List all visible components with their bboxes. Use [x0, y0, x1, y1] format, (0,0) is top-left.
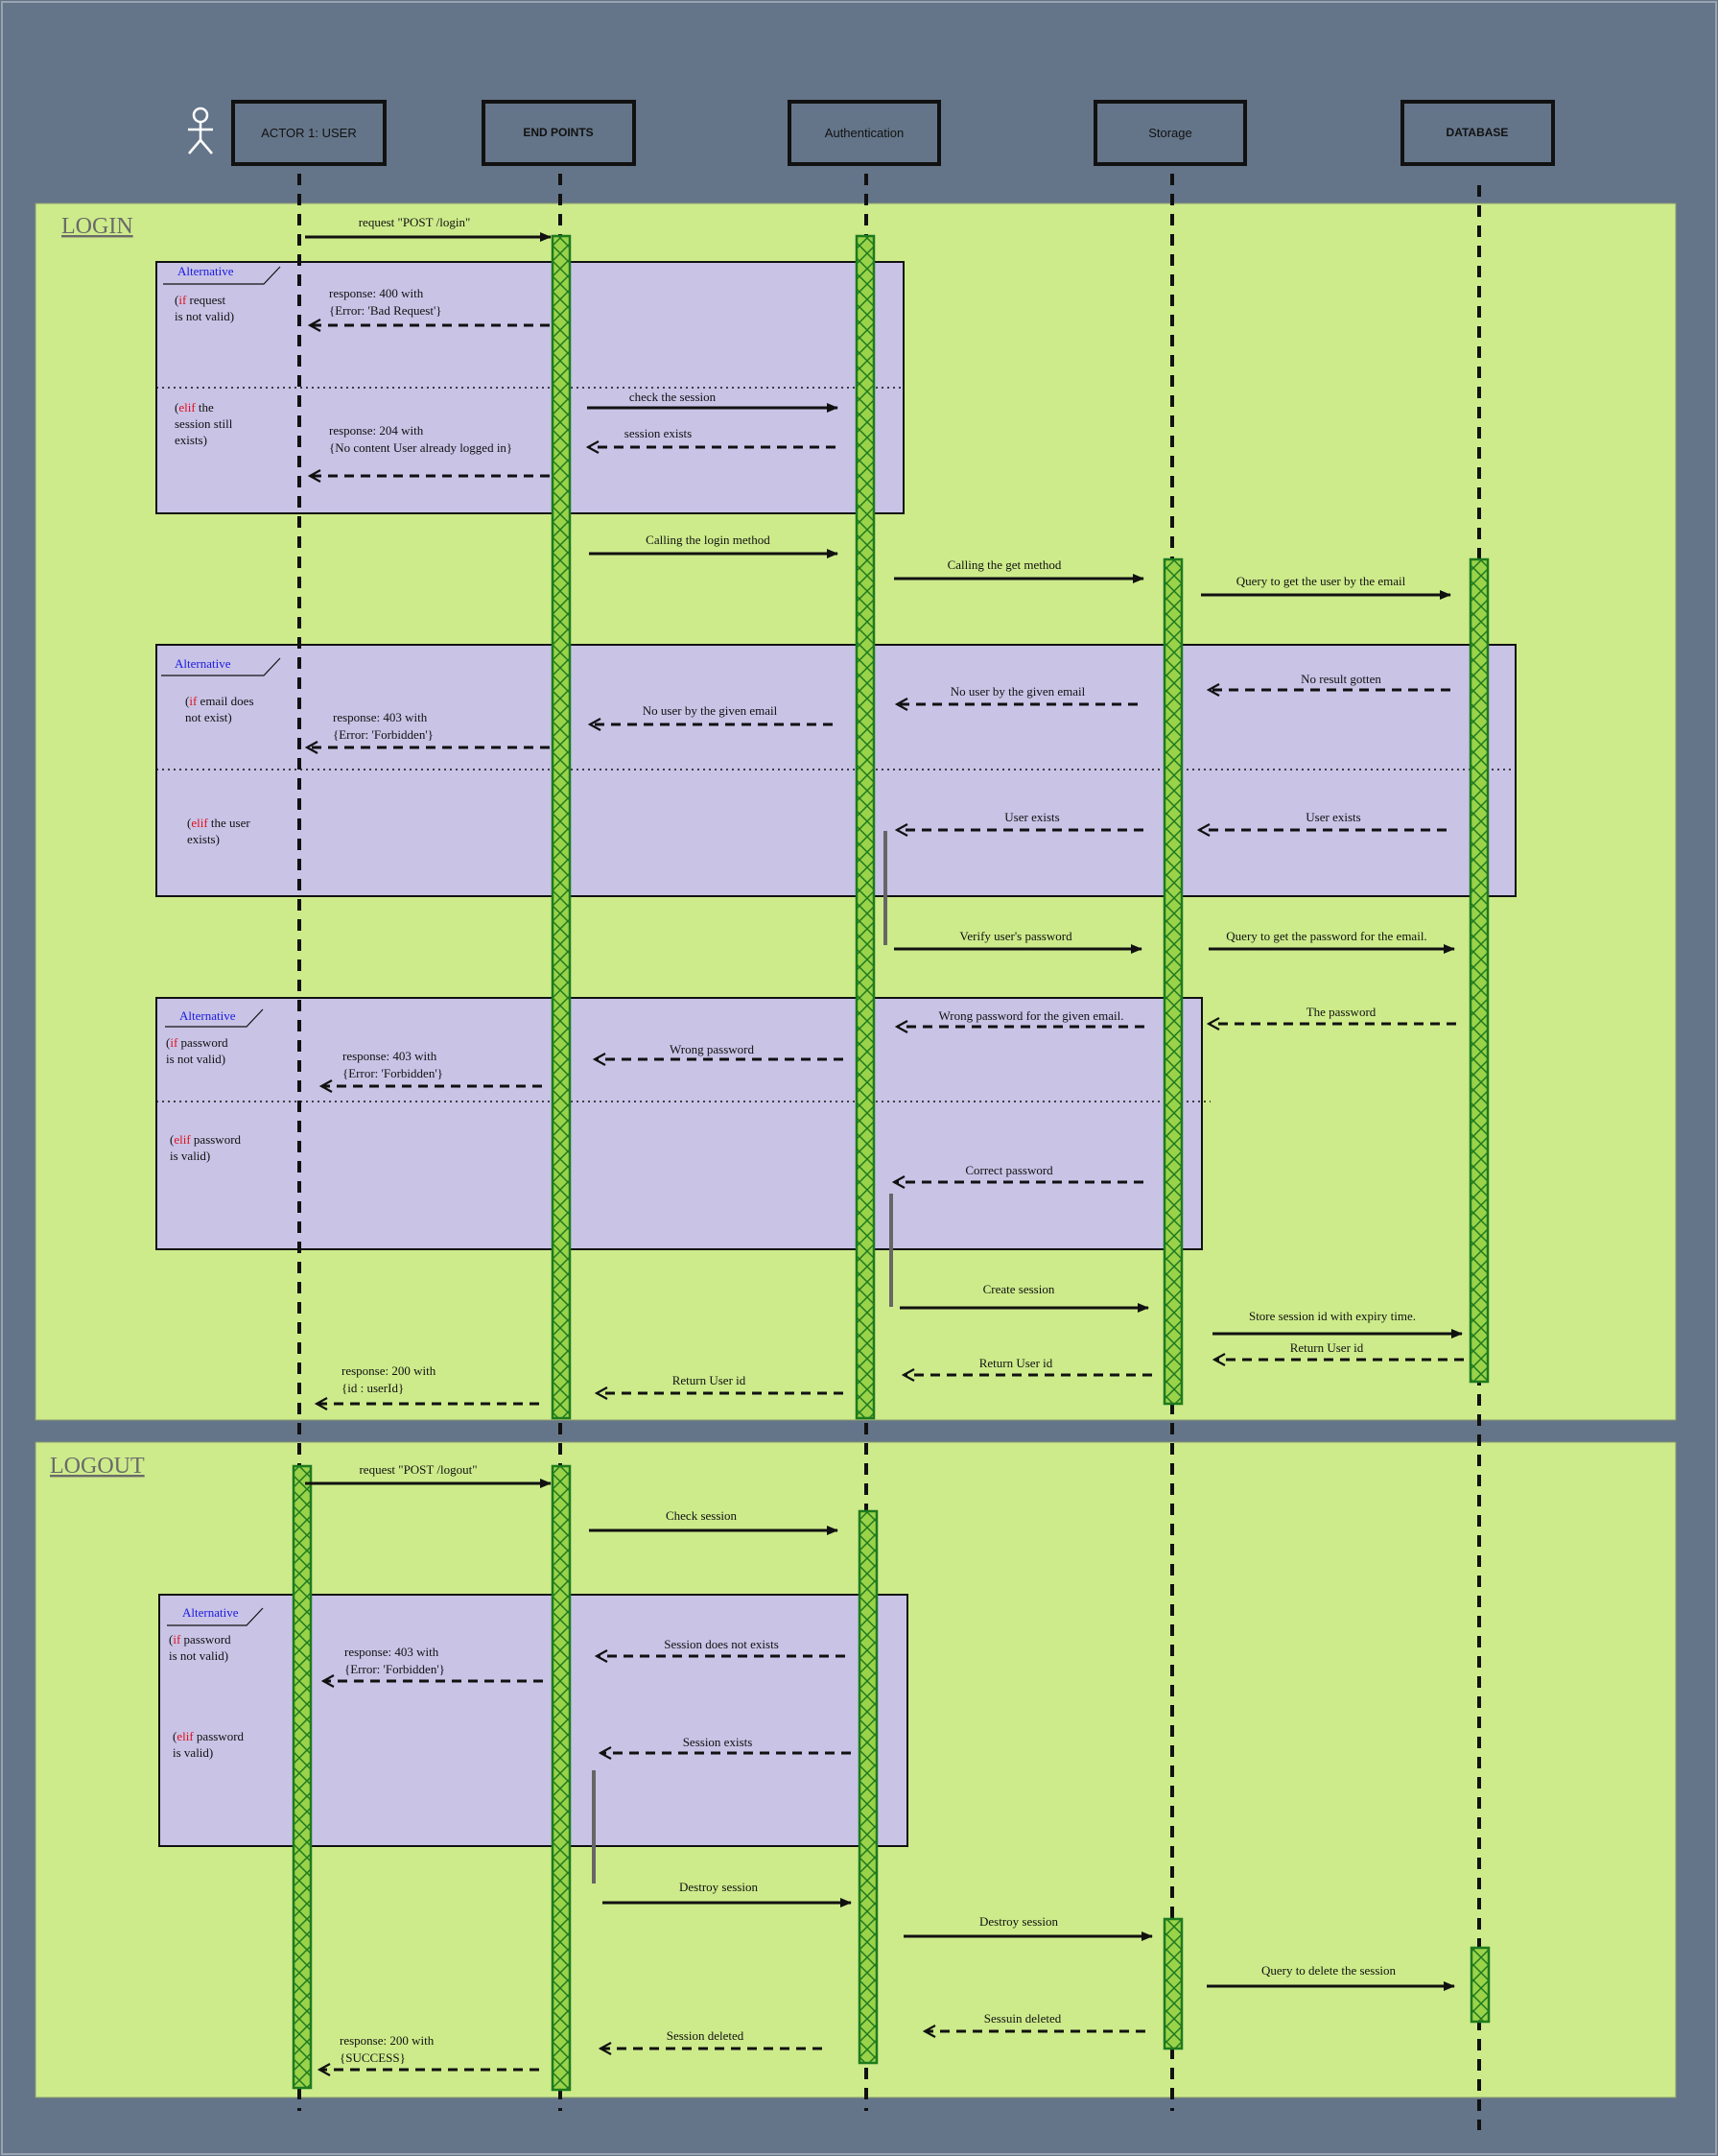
- activation-endpoints-login: [551, 234, 572, 1420]
- msg-wrong-pw-email: Wrong password for the given email.: [939, 1008, 1124, 1023]
- header-box-endpoints: [482, 100, 636, 166]
- msg-session-not-exists: Session does not exists: [664, 1637, 779, 1651]
- msg-destroy-auth: Destroy session: [979, 1914, 1058, 1929]
- header-label-authentication: Authentication: [825, 126, 904, 140]
- msg-response-403-logout: response: 403 with{Error: 'Forbidden'}: [344, 1645, 445, 1676]
- msg-response-200-login: response: 200 with{id : userId}: [341, 1363, 436, 1395]
- msg-verify-pw: Verify user's password: [959, 929, 1072, 943]
- msg-response-400: response: 400 with{Error: 'Bad Request'}: [329, 286, 442, 318]
- return-arrows: [307, 325, 1464, 2070]
- header-label-endpoints: END POINTS: [523, 126, 593, 139]
- msg-no-result: No result gotten: [1301, 672, 1381, 686]
- msg-no-user-storage: No user by the given email: [951, 684, 1086, 699]
- activation-user-logout: [292, 1464, 313, 2090]
- msg-calling-login: Calling the login method: [646, 533, 770, 547]
- msg-response-200-logout: response: 200 with{SUCCESS}: [340, 2033, 435, 2065]
- msg-query-email: Query to get the user by the email: [1236, 574, 1406, 588]
- msg-correct-pw: Correct password: [965, 1163, 1053, 1177]
- msg-session-deleted: Session deleted: [667, 2028, 744, 2043]
- header-box-storage: [1094, 100, 1247, 166]
- msg-sessuin-deleted: Sessuin deleted: [984, 2011, 1062, 2026]
- msg-query-pw: Query to get the password for the email.: [1226, 929, 1426, 943]
- msg-return-uid-storage: Return User id: [979, 1356, 1053, 1370]
- header-label-database: DATABASE: [1447, 126, 1509, 139]
- header-box-user: [231, 100, 387, 166]
- activation-storage-logout: [1163, 1917, 1184, 2050]
- actor-stick-figure-icon: [188, 107, 213, 154]
- msg-create-session: Create session: [983, 1282, 1055, 1296]
- msg-request-logout: request "POST /logout": [359, 1462, 477, 1477]
- header-label-user: ACTOR 1: USER: [261, 126, 356, 140]
- msg-user-exists-db: User exists: [1306, 810, 1360, 824]
- processing-marks: [592, 831, 893, 1884]
- activation-storage-login: [1163, 557, 1184, 1406]
- alt-label: Alternative: [179, 1008, 236, 1023]
- activation-auth-logout: [858, 1509, 879, 2065]
- msg-return-uid-auth: Return User id: [672, 1373, 746, 1387]
- msg-request-login: request "POST /login": [359, 215, 471, 229]
- activation-database-login: [1469, 557, 1490, 1384]
- alt-fragments: [155, 261, 1517, 1847]
- msg-return-uid-db: Return User id: [1290, 1340, 1364, 1355]
- alt-label: Alternative: [182, 1605, 239, 1620]
- alt-box-email: [155, 644, 1517, 897]
- participant-headers: ACTOR 1: USER END POINTS Authentication …: [188, 100, 1555, 166]
- msg-response-204: response: 204 with{No content User alrea…: [329, 423, 512, 455]
- alt-box-password: [155, 997, 1203, 1250]
- alt-label: Alternative: [175, 656, 231, 671]
- alt-label: Alternative: [177, 264, 234, 278]
- msg-response-403-pw: response: 403 with{Error: 'Forbidden'}: [342, 1049, 443, 1080]
- msg-destroy-endpoints: Destroy session: [679, 1880, 758, 1894]
- msg-store-session: Store session id with expiry time.: [1249, 1309, 1416, 1323]
- header-box-authentication: [788, 100, 941, 166]
- msg-wrong-pw: Wrong password: [670, 1042, 754, 1056]
- message-labels: request "POST /login" response: 400 with…: [329, 215, 1427, 2065]
- msg-the-password: The password: [1306, 1005, 1377, 1019]
- request-arrows: [305, 232, 1463, 1991]
- header-label-storage: Storage: [1148, 126, 1192, 140]
- msg-session-exists-logout: Session exists: [683, 1735, 753, 1749]
- alt-box-logout: [158, 1594, 908, 1847]
- msg-session-exists: session exists: [624, 426, 692, 440]
- header-box-database: [1400, 100, 1555, 166]
- activation-auth-login: [855, 234, 876, 1420]
- activation-database-logout: [1470, 1946, 1491, 2024]
- msg-user-exists-storage: User exists: [1004, 810, 1059, 824]
- msg-calling-get: Calling the get method: [948, 557, 1062, 572]
- msg-check-session-logout: Check session: [666, 1508, 738, 1523]
- msg-query-delete: Query to delete the session: [1261, 1963, 1397, 1978]
- login-frame-title: LOGIN: [61, 214, 133, 239]
- msg-no-user-auth: No user by the given email: [643, 703, 778, 718]
- activation-endpoints-logout: [551, 1464, 572, 2092]
- msg-check-the-session: check the session: [629, 390, 717, 404]
- alt-labels: Alternative Alternative Alternative Alte…: [175, 264, 239, 1620]
- msg-response-403-email: response: 403 with{Error: 'Forbidden'}: [333, 710, 434, 742]
- activation-bars: [292, 234, 1491, 2092]
- logout-frame-title: LOGOUT: [50, 1454, 145, 1479]
